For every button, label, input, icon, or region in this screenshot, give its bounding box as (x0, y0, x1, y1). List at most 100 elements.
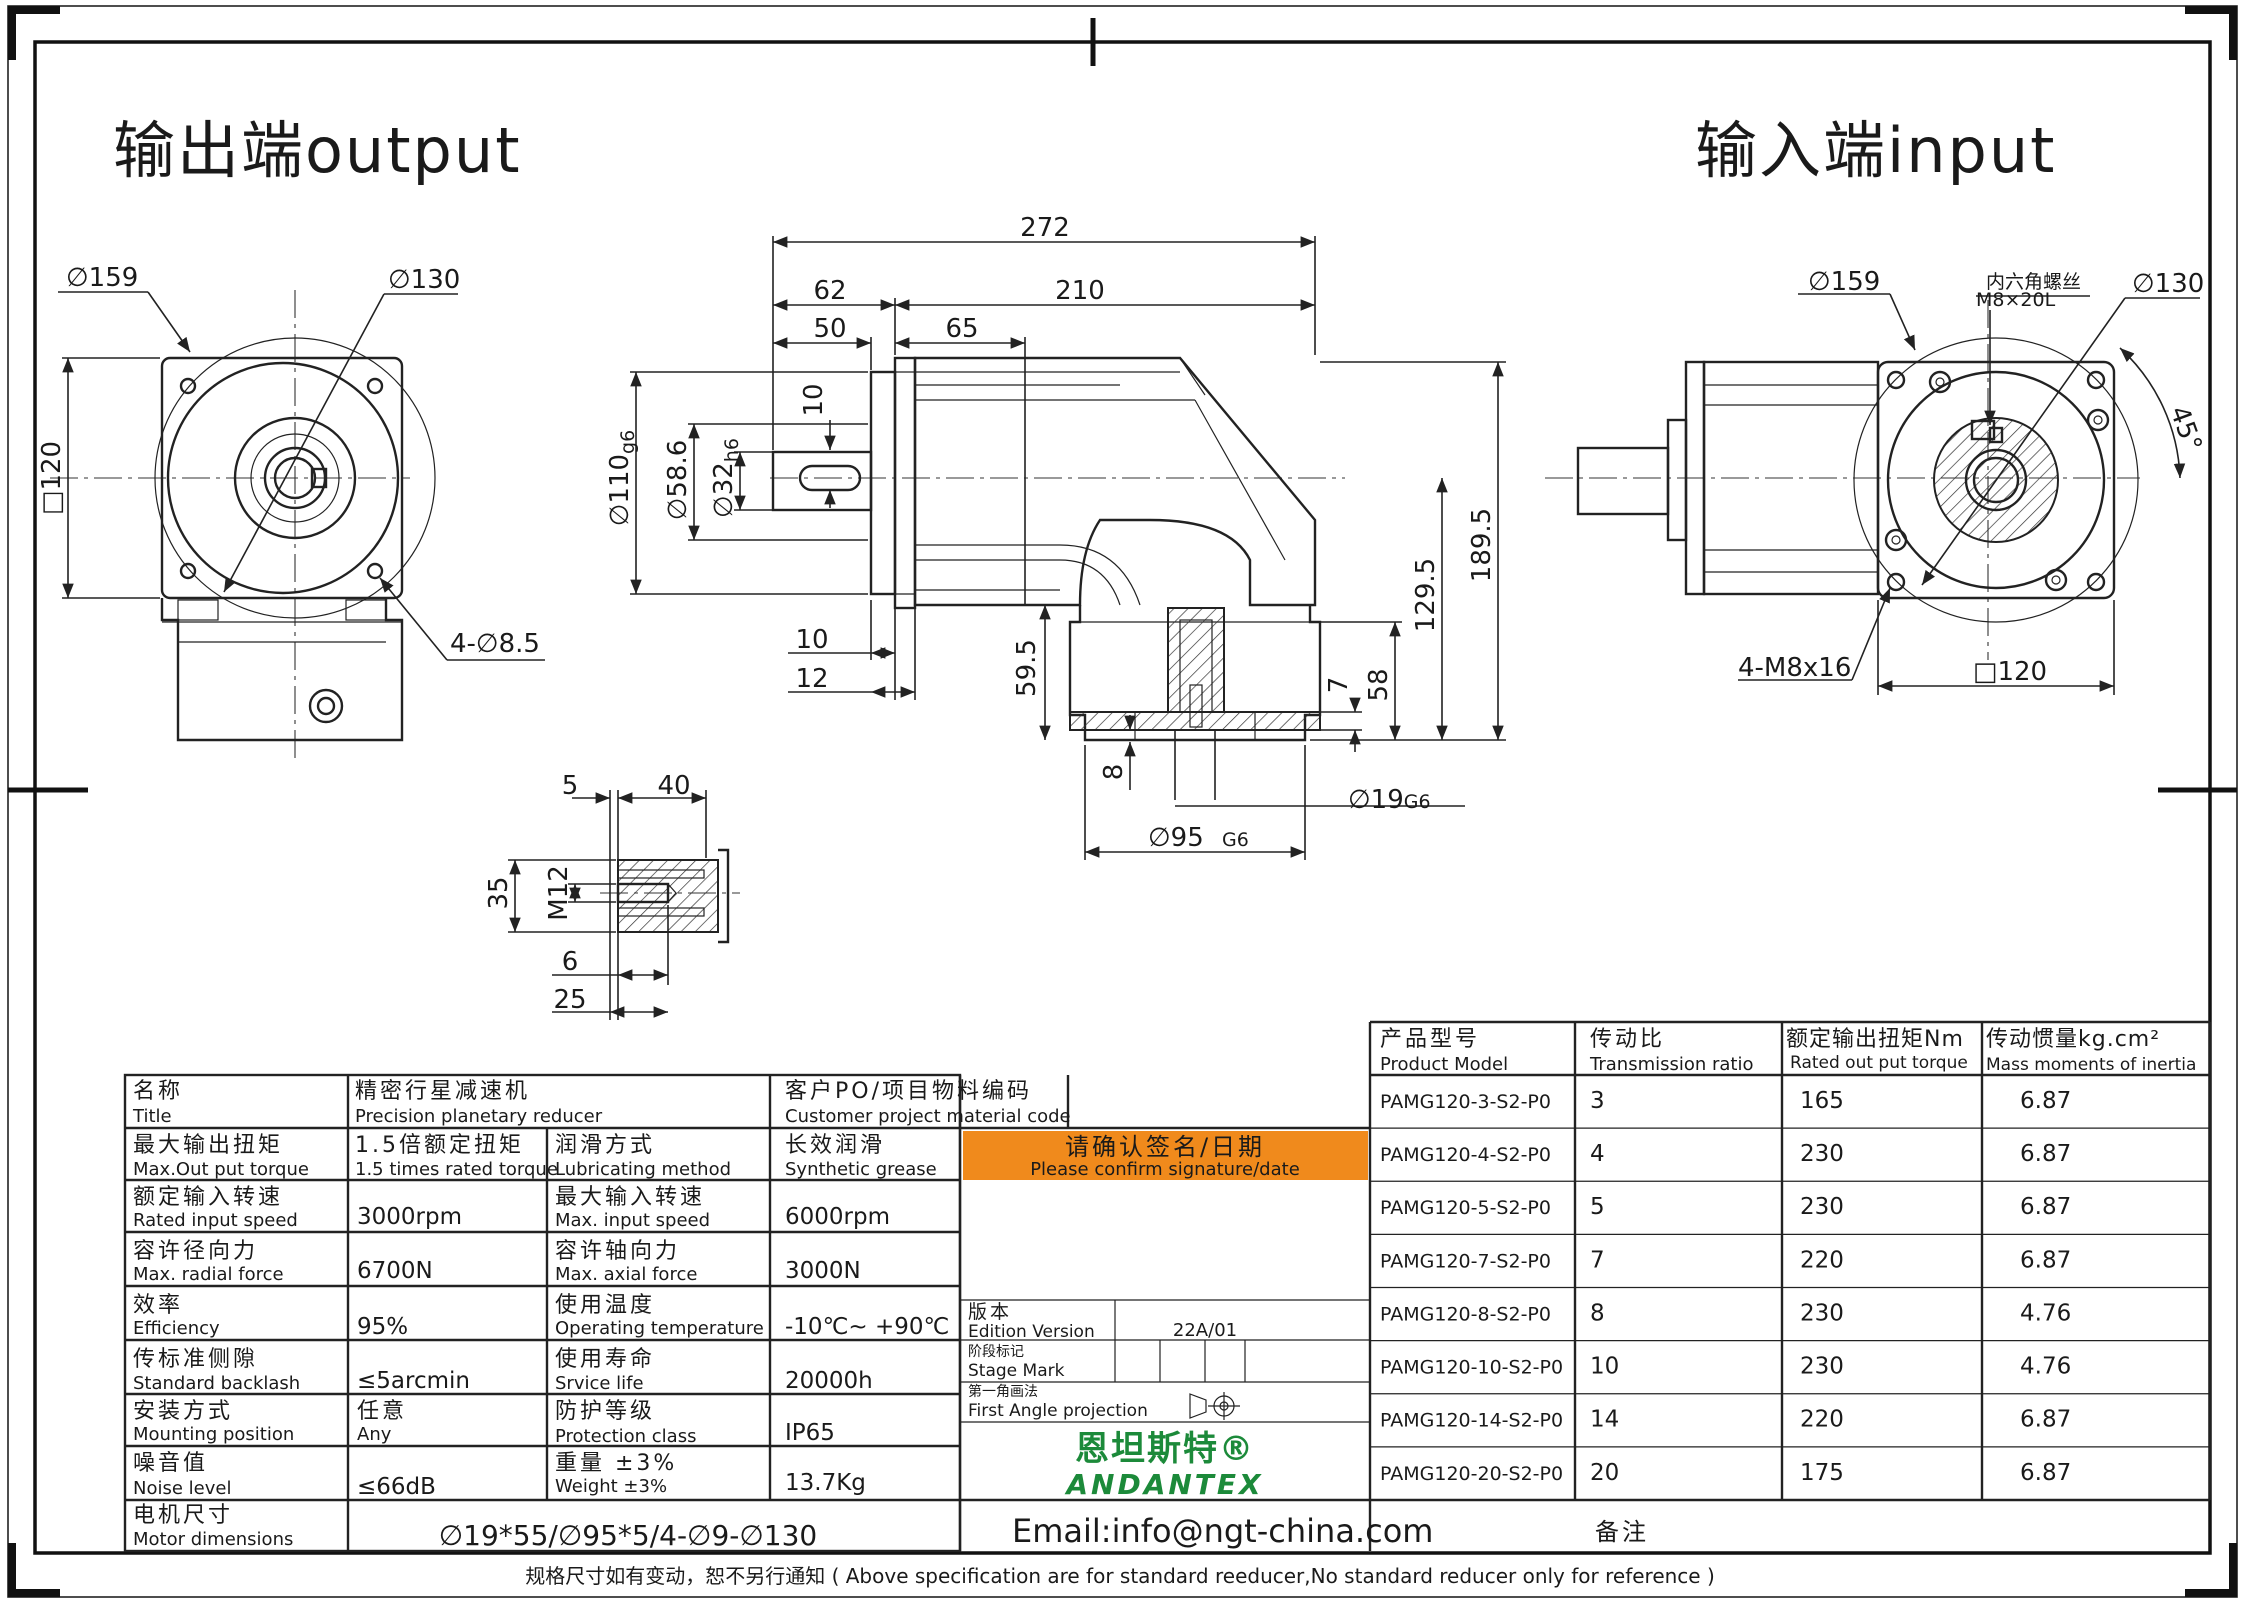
dim-d95-tol: G6 (1222, 829, 1249, 851)
dim-length-210: 210 (1055, 276, 1105, 306)
dim-out-square: □120 (37, 441, 67, 515)
model-cell-inertia: 6.87 (2020, 1460, 2071, 1486)
dim-in-holes: 4-M8x16 (1738, 653, 1851, 683)
dim-height-59-5: 59.5 (1012, 639, 1042, 697)
dim-in-d130: ∅130 (2132, 269, 2204, 299)
spec-max-speed-value: 6000rpm (785, 1204, 890, 1230)
spec-label-backlash-cn: 传标准侧隙 (133, 1347, 258, 1372)
spec-rows: 名称 Title 精密行星减速机 Precision planetary red… (132, 1079, 1071, 1552)
spec-label-axial: Max. axial force (555, 1264, 697, 1285)
detail-dim-40: 40 (657, 771, 690, 801)
screw-label: M8×20L (1976, 289, 2056, 311)
spec-label-axial-cn: 容许轴向力 (555, 1239, 680, 1264)
spec-label-life-cn: 使用寿命 (555, 1347, 655, 1372)
detail-dim-6: 6 (562, 947, 579, 977)
edition-label: Edition Version (968, 1322, 1095, 1342)
dim-d58-6: ∅58.6 (663, 440, 693, 521)
spec-motor-value: ∅19*55/∅95*5/4-∅9-∅130 (439, 1519, 817, 1552)
spec-mounting-value: Any (357, 1424, 392, 1445)
contact-email: Email:info@ngt-china.com (1012, 1512, 1433, 1550)
spec-radial-value: 6700N (357, 1258, 433, 1284)
stage-label: Stage Mark (968, 1361, 1065, 1381)
model-cell-inertia: 6.87 (2020, 1407, 2071, 1433)
spec-max-torque-value: 1.5 times rated torque (355, 1159, 558, 1180)
model-cell-torque: 165 (1800, 1088, 1844, 1114)
model-header-torque: Rated out put torque (1790, 1053, 1968, 1073)
model-cell-ratio: 5 (1590, 1194, 1605, 1220)
model-cell-torque: 220 (1800, 1247, 1844, 1273)
spec-label-max-speed-cn: 最大输入转速 (555, 1185, 705, 1210)
spec-label-weight-cn: 重量 ±3% (555, 1451, 677, 1476)
model-header-ratio-cn: 传动比 (1590, 1027, 1665, 1052)
model-cell-torque: 230 (1800, 1354, 1844, 1380)
footer-note: 规格尺寸如有变动，恕不另行通知 ( Above specification ar… (525, 1564, 1715, 1588)
spec-label-noise: Noise level (133, 1478, 231, 1499)
model-cell-ratio: 10 (1590, 1354, 1619, 1380)
dim-length-272: 272 (1020, 213, 1070, 243)
spec-label-motor: Motor dimensions (133, 1529, 293, 1550)
spec-max-torque-value-cn: 1.5倍额定扭矩 (355, 1133, 524, 1158)
model-cell-inertia: 4.76 (2020, 1300, 2071, 1326)
confirm-banner (963, 1131, 1368, 1180)
model-cell-torque: 230 (1800, 1300, 1844, 1326)
model-cell-model: PAMG120-7-S2-P0 (1380, 1250, 1551, 1272)
spec-life-value: 20000h (785, 1368, 873, 1394)
model-cell-inertia: 6.87 (2020, 1141, 2071, 1167)
dim-d110-tol: g6 (617, 430, 639, 454)
spec-protection-value: IP65 (785, 1420, 835, 1446)
model-cell-ratio: 20 (1590, 1460, 1619, 1486)
model-header-inertia: Mass moments of inertia (1986, 1055, 2196, 1075)
model-table (1370, 1020, 2212, 1500)
dim-width-10: 10 (795, 625, 828, 655)
input-heading: 输入端input (1695, 114, 2056, 187)
input-end-view: ∅159 ∅130 内六角螺丝 M8×20L 45° 4-M8x16 □120 (1545, 267, 2207, 695)
dim-d19-tol: G6 (1404, 791, 1431, 813)
model-cell-ratio: 14 (1590, 1407, 1619, 1433)
output-heading: 输出端output (113, 114, 522, 187)
spec-label-rated-speed: Rated input speed (133, 1210, 298, 1231)
side-view: 272 62 210 50 65 10 ∅110g6 ∅58.6 ∅32h6 1… (605, 213, 1506, 860)
model-cell-inertia: 4.76 (2020, 1354, 2071, 1380)
edition-label-cn: 版本 (968, 1301, 1012, 1323)
model-cell-torque: 220 (1800, 1407, 1844, 1433)
dim-height-7: 7 (1324, 677, 1354, 694)
model-cell-model: PAMG120-8-S2-P0 (1380, 1303, 1551, 1325)
model-cell-ratio: 7 (1590, 1247, 1605, 1273)
spec-lubrication-value-cn: 长效润滑 (785, 1133, 885, 1158)
spec-label-title-cn: 名称 (133, 1079, 183, 1104)
model-table-headers: 产品型号 Product Model 传动比 Transmission rati… (1380, 1027, 2196, 1075)
spec-label-radial-cn: 容许径向力 (133, 1239, 258, 1264)
dim-d110: ∅110 (605, 454, 635, 526)
dim-length-50: 50 (813, 314, 846, 344)
spec-label-max-torque: Max.Out put torque (133, 1159, 309, 1180)
dim-in-angle: 45° (2163, 402, 2207, 456)
dim-height-129-5: 129.5 (1411, 558, 1441, 632)
dim-d19: ∅19G6 (1348, 785, 1431, 815)
svg-text:∅32h6: ∅32h6 (709, 438, 743, 518)
dim-width-12: 12 (795, 664, 828, 694)
model-cell-ratio: 4 (1590, 1141, 1605, 1167)
dim-d32-tol: h6 (721, 438, 743, 462)
projection-label-cn: 第一角画法 (968, 1383, 1038, 1400)
spec-label-efficiency: Efficiency (133, 1318, 220, 1339)
detail-dim-5: 5 (562, 771, 579, 801)
model-cell-model: PAMG120-14-S2-P0 (1380, 1410, 1563, 1432)
model-header-model: Product Model (1380, 1054, 1508, 1075)
stage-label-cn: 阶段标记 (968, 1344, 1024, 1360)
spec-title-value: Precision planetary reducer (355, 1106, 603, 1127)
model-header-inertia-cn: 传动惯量kg.cm² (1986, 1027, 2160, 1052)
dim-out-d130: ∅130 (388, 265, 460, 295)
model-cell-model: PAMG120-5-S2-P0 (1380, 1197, 1551, 1219)
spec-noise-value: ≤66dB (357, 1474, 436, 1500)
spec-rated-speed-value: 3000rpm (357, 1204, 462, 1230)
spec-title-value-cn: 精密行星减速机 (355, 1079, 530, 1104)
spec-label-rated-speed-cn: 额定输入转速 (133, 1185, 283, 1210)
dim-length-62: 62 (813, 276, 846, 306)
model-cell-torque: 175 (1800, 1460, 1844, 1486)
spec-label-temperature: Operating temperature (555, 1318, 764, 1339)
confirm-label-cn: 请确认签名/日期 (1065, 1133, 1265, 1161)
dim-in-square: □120 (1973, 657, 2047, 687)
spec-label-customer: Customer project material code (785, 1106, 1071, 1127)
dim-height-189-5: 189.5 (1467, 508, 1497, 582)
